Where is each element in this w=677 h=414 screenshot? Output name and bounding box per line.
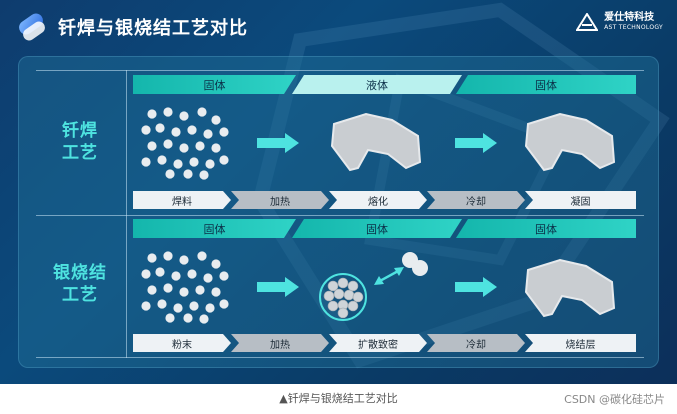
row-label-brazing: 钎焊 工艺 (40, 120, 120, 164)
arrow-right-icon (257, 277, 299, 297)
state-solid-2: 固体 (456, 75, 636, 94)
table-top-line (36, 70, 644, 71)
slide: 钎焊与银烧结工艺对比 爱仕特科技 AST TECHNOLOGY 钎焊 工艺 固体… (0, 0, 677, 384)
page-title: 钎焊与银烧结工艺对比 (58, 14, 248, 40)
title-logo-icon (14, 13, 50, 41)
arrow-right-icon (455, 277, 497, 297)
brand-logo: 爱仕特科技 AST TECHNOLOGY (576, 12, 663, 32)
step-heating: 加热 (231, 191, 329, 209)
brand-name-en: AST TECHNOLOGY (604, 24, 663, 32)
step-cooling: 冷却 (427, 334, 525, 352)
row-divider (36, 215, 644, 216)
step-solidify: 凝固 (525, 191, 636, 209)
state-liquid: 液体 (292, 75, 462, 94)
step-melting: 熔化 (329, 191, 427, 209)
diffusion-arrow-icon (372, 246, 434, 288)
arrow-right-icon (455, 133, 497, 153)
step-heating: 加热 (231, 334, 329, 352)
state-solid-1: 固体 (133, 219, 296, 238)
brand-name-cn: 爱仕特科技 (604, 12, 663, 24)
step-sintered-layer: 烧结层 (525, 334, 636, 352)
state-solid-1: 固体 (133, 75, 296, 94)
source-credit: CSDN @碳化硅芯片 (564, 391, 665, 407)
row-label-line2: 工艺 (40, 284, 120, 306)
row-label-line1: 银烧结 (40, 262, 120, 284)
step-diffusion: 扩散致密 (329, 334, 427, 352)
brand-triangle-icon (576, 13, 598, 31)
row-label-line2: 工艺 (40, 142, 120, 164)
solidified-solder-shape (522, 112, 618, 172)
step-powder: 粉末 (133, 334, 231, 352)
row-label-line1: 钎焊 (40, 120, 120, 142)
step-solder: 焊料 (133, 191, 231, 209)
densified-cluster-icon (318, 272, 368, 322)
melted-solder-shape (328, 112, 424, 172)
step-cooling: 冷却 (427, 191, 525, 209)
table-bottom-line (36, 357, 644, 358)
row-label-sintering: 银烧结 工艺 (40, 262, 120, 306)
silver-powder-icon (140, 248, 234, 324)
state-solid-3: 固体 (456, 219, 636, 238)
label-column-divider (126, 70, 127, 358)
arrow-right-icon (257, 133, 299, 153)
state-solid-2: 固体 (292, 219, 462, 238)
title-bar: 钎焊与银烧结工艺对比 (14, 10, 248, 44)
solder-particles-icon (140, 104, 234, 180)
sintered-layer-shape (522, 258, 618, 318)
